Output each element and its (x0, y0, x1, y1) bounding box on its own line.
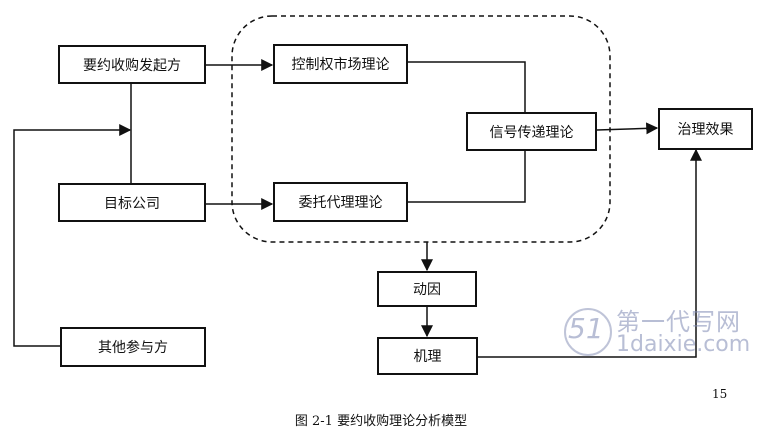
node-motive: 动因 (377, 271, 477, 307)
node-target: 目标公司 (58, 183, 206, 222)
page-number: 15 (712, 387, 728, 401)
node-initiator: 要约收购发起方 (58, 45, 206, 84)
watermark-logo: 51 (568, 312, 604, 345)
node-control-market: 控制权市场理论 (273, 44, 408, 84)
watermark-logo-ring (564, 308, 612, 356)
watermark-url: 1daixie.com (616, 332, 751, 357)
node-signal: 信号传递理论 (466, 112, 597, 151)
edge-agency-signal (408, 151, 526, 203)
edge-control-signal (408, 61, 526, 112)
node-others: 其他参与方 (60, 327, 206, 367)
figure-caption: 图 2-1 要约收购理论分析模型 (294, 414, 468, 429)
node-effect: 治理效果 (658, 108, 753, 150)
watermark: 51 第一代写网 1daixie.com (564, 302, 754, 362)
edge-signal-effect (596, 122, 659, 135)
node-mechanism: 机理 (377, 337, 478, 375)
edge-others-loop (13, 124, 132, 347)
edge-mechanism-effect (478, 148, 702, 358)
watermark-title: 第一代写网 (616, 308, 741, 336)
node-agency: 委托代理理论 (273, 182, 408, 222)
